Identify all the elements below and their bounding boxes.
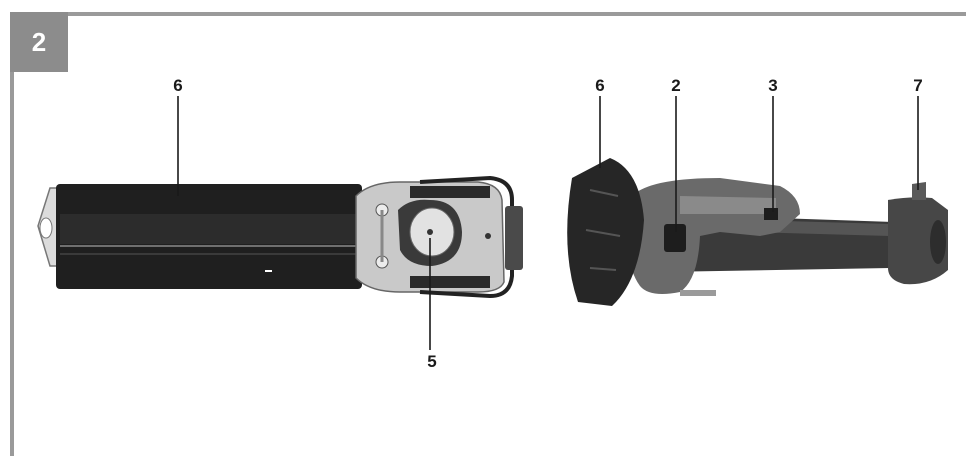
lock-button xyxy=(764,208,778,220)
front-guard xyxy=(567,158,644,306)
rear-cap xyxy=(888,197,948,285)
on-off-switch xyxy=(664,224,686,252)
clip-small-hole xyxy=(485,233,491,239)
clip-hub-center xyxy=(427,229,433,235)
callout-right-2: 2 xyxy=(671,76,681,95)
clip-top-slot xyxy=(410,186,490,198)
frame-top-border xyxy=(10,12,966,16)
front-guard-ribs xyxy=(585,189,621,271)
figure-number-badge: 2 xyxy=(10,12,68,72)
label-plate xyxy=(680,196,776,214)
rear-cap-face xyxy=(930,220,946,264)
brand-strip xyxy=(680,290,716,296)
callout-right-6: 6 xyxy=(595,76,605,95)
clip-side-tab xyxy=(505,206,523,270)
rear-cap-tab xyxy=(912,182,926,200)
clip-bottom-slot xyxy=(410,276,490,288)
frame-left-border xyxy=(10,12,14,456)
callout-left-5: 5 xyxy=(427,352,437,371)
callout-left-6: 6 xyxy=(173,76,183,95)
callout-right-3: 3 xyxy=(768,76,778,95)
callout-right-7: 7 xyxy=(913,76,923,95)
guard-end-hole xyxy=(39,217,53,239)
guard-mark xyxy=(265,270,272,272)
right-tool-view xyxy=(567,96,948,306)
left-tool-view xyxy=(37,96,523,350)
guard-middle-band xyxy=(60,214,360,244)
